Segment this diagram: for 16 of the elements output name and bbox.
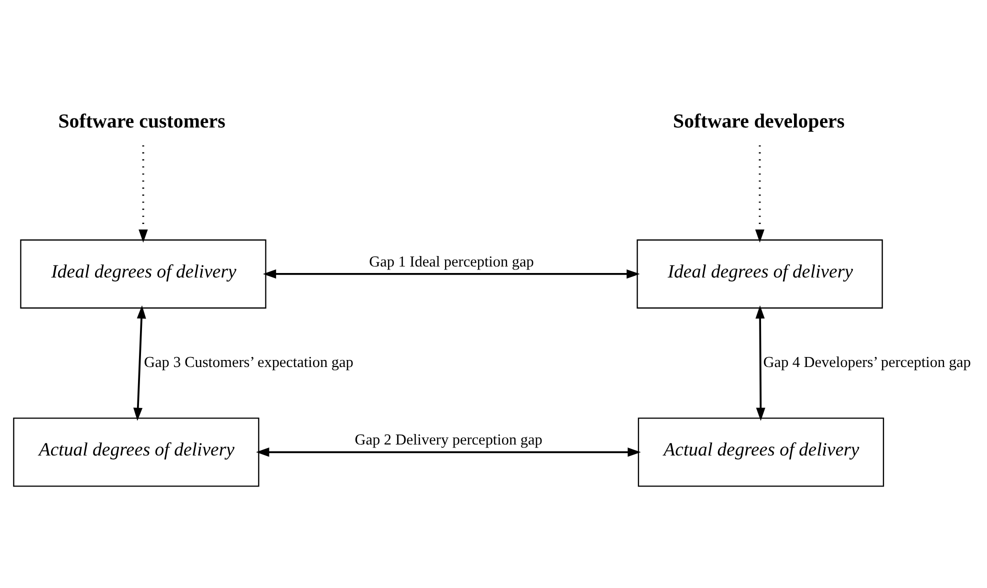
arrow — [138, 144, 148, 242]
edge-label: Gap 4 Developers’ perception gap — [762, 354, 970, 371]
node-text: Software developers — [672, 110, 844, 132]
node-box: Ideal degrees of delivery — [20, 238, 266, 308]
arrow — [256, 447, 640, 456]
node-text: Software customers — [58, 110, 225, 132]
edge-label: Gap 3 Customers’ expectation gap — [144, 354, 353, 371]
node-box: Actual degrees of delivery — [12, 417, 259, 486]
arrow — [754, 304, 765, 420]
arrow — [754, 144, 764, 242]
edge-label: Gap 1 Ideal perception gap — [368, 252, 534, 270]
node-box: Actual degrees of delivery — [637, 417, 884, 486]
edge-label: Gap 2 Delivery perception gap — [354, 430, 542, 448]
node-box: Ideal degrees of delivery — [636, 238, 882, 308]
arrow — [132, 304, 146, 420]
arrow — [262, 268, 640, 278]
